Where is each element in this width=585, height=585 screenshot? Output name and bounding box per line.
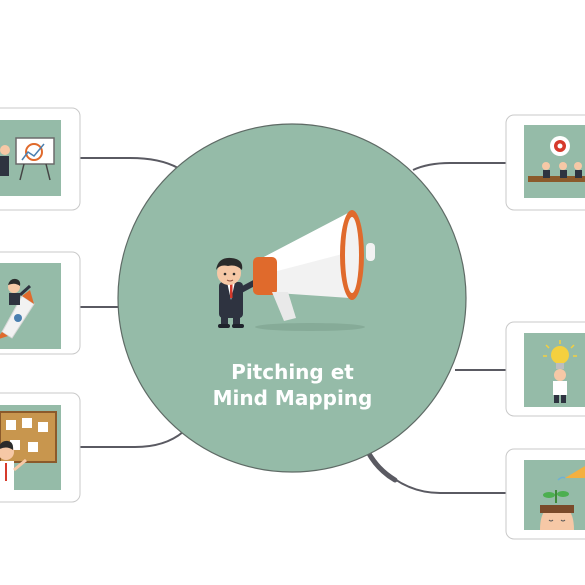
connector-left-1 — [80, 157, 179, 169]
central-topic-title-line-2: Mind Mapping — [212, 386, 373, 410]
target-team-icon — [524, 125, 585, 198]
card-right-3[interactable] — [505, 448, 585, 540]
card-right-1[interactable] — [505, 114, 585, 211]
card-left-3[interactable] — [0, 392, 81, 503]
card-right-2[interactable] — [505, 321, 585, 417]
connector-left-3 — [80, 431, 184, 448]
card-left-2[interactable] — [0, 251, 81, 355]
connector-right-1 — [412, 162, 506, 171]
connector-right-3-tail — [365, 449, 398, 483]
card-left-1[interactable] — [0, 107, 81, 211]
businessman-megaphone-icon — [216, 210, 375, 331]
central-topic-circle[interactable] — [117, 123, 467, 473]
central-topic-title-line-1: Pitching et — [231, 360, 354, 384]
